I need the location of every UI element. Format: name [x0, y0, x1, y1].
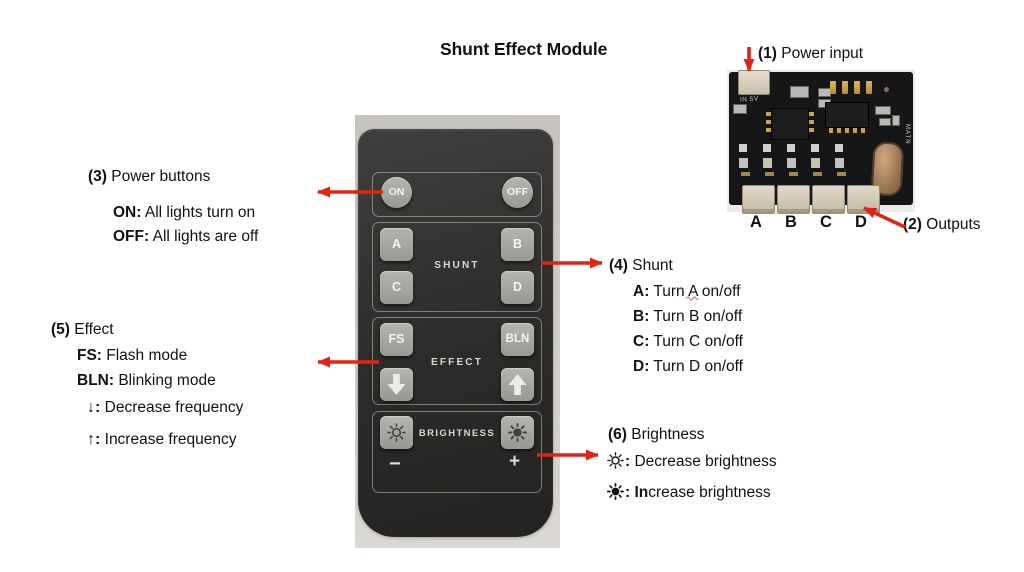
- power-input-label: (1) Power input: [758, 45, 863, 63]
- off-button: OFF: [502, 177, 533, 208]
- note-brightness: (6) Brightness : Decrease brightness: [607, 425, 777, 504]
- output-connector-d: [847, 185, 880, 214]
- note-line: ↑: Increase frequency: [87, 431, 237, 448]
- pcb-board: IN 5V MATN: [729, 70, 913, 214]
- note-effect: (5) Effect FS: Flash mode BLN: Blinking …: [51, 320, 243, 450]
- shunt-section: A B SHUNT C D: [372, 222, 542, 312]
- power-input-label-number: (1): [758, 45, 777, 62]
- note-number: (4): [609, 257, 628, 274]
- note-line: D: Turn D on/off: [633, 358, 743, 375]
- effect-fs-button: FS: [380, 323, 413, 356]
- header-pin: [842, 81, 848, 94]
- note-number: (5): [51, 321, 70, 338]
- shunt-c-button: C: [380, 271, 413, 304]
- output-connector-a: [742, 185, 775, 214]
- note-line: FS: Flash mode: [77, 347, 188, 364]
- power-input-label-text: Power input: [776, 45, 864, 62]
- output-connector-c: [812, 185, 845, 214]
- note-line: A: Turn A on/off: [633, 283, 741, 300]
- on-button: ON: [381, 177, 412, 208]
- note-title: (5) Effect: [51, 320, 243, 339]
- frequency-up-button: [501, 368, 534, 401]
- output-connector-b: [777, 185, 810, 214]
- header-pin: [866, 81, 872, 94]
- smd-resistor: [892, 115, 900, 126]
- pcb-silkscreen-in-label: IN 5V: [739, 95, 759, 104]
- note-shunt: (4) Shunt A: Turn A on/off B: Turn B on/…: [609, 256, 743, 376]
- effect-section-label: EFFECT: [430, 357, 484, 368]
- note-title-text: Effect: [69, 321, 114, 338]
- note-title-text: Brightness: [626, 426, 705, 443]
- power-input-connector: [738, 70, 770, 95]
- note-line: : Decrease brightness: [607, 451, 777, 473]
- remote-photo: ON OFF A B SHUNT C D FS BLN EFFECT: [355, 115, 560, 548]
- sun-filled-icon: [607, 483, 624, 500]
- smd-capacitor: [790, 86, 809, 98]
- smd-component-row: [741, 172, 853, 176]
- pcb-silkscreen-side-label: MATN: [904, 124, 910, 145]
- smd-resistor: [875, 106, 891, 115]
- output-letter-d: D: [855, 213, 867, 231]
- up-arrow-glyph: ↑:: [87, 431, 101, 448]
- sun-filled-icon: [508, 423, 527, 442]
- note-line: ↓: Decrease frequency: [87, 399, 244, 416]
- down-arrow-glyph: ↓:: [87, 399, 101, 416]
- shunt-b-button: B: [501, 228, 534, 261]
- smd-component-row: [739, 144, 855, 152]
- smd-resistor: [879, 118, 891, 126]
- board-hole: [884, 87, 889, 92]
- header-pin: [830, 81, 836, 94]
- power-section: ON OFF: [372, 172, 542, 217]
- brightness-minus-label: −: [389, 453, 401, 475]
- note-line: : Increase brightness: [607, 482, 777, 504]
- outputs-label: (2) Outputs: [903, 216, 981, 234]
- smd-resistor: [733, 104, 747, 114]
- header-pin: [854, 81, 860, 94]
- brightness-section: BRIGHTNESS − +: [372, 411, 542, 493]
- output-letter-a: A: [750, 213, 762, 231]
- outputs-label-text: Outputs: [921, 216, 981, 233]
- smd-component-row: [739, 158, 855, 168]
- frequency-down-button: [380, 368, 413, 401]
- shunt-section-label: SHUNT: [434, 260, 480, 271]
- up-arrow-icon: [508, 374, 527, 395]
- output-letter-b: B: [785, 213, 797, 231]
- page-title: Shunt Effect Module: [440, 39, 608, 59]
- sun-outline-icon: [387, 423, 406, 442]
- note-number: (3): [88, 168, 107, 185]
- brightness-section-label: BRIGHTNESS: [418, 428, 496, 439]
- output-letter-c: C: [820, 213, 832, 231]
- note-title-text: Shunt: [627, 257, 673, 274]
- note-title: (6) Brightness: [608, 425, 777, 444]
- remote-body: ON OFF A B SHUNT C D FS BLN EFFECT: [358, 129, 553, 537]
- down-arrow-icon: [387, 374, 406, 395]
- shunt-a-button: A: [380, 228, 413, 261]
- ic-chip: [766, 108, 814, 140]
- sun-outline-icon: [607, 452, 624, 469]
- effect-section: FS BLN EFFECT: [372, 317, 542, 405]
- note-line: BLN: Blinking mode: [77, 372, 216, 389]
- brightness-down-button: [380, 416, 413, 449]
- effect-bln-button: BLN: [501, 323, 534, 356]
- note-number: (6): [608, 426, 627, 443]
- note-line: B: Turn B on/off: [633, 308, 743, 325]
- shunt-d-button: D: [501, 271, 534, 304]
- outputs-label-number: (2): [903, 216, 922, 233]
- note-title: (3) Power buttons: [88, 167, 258, 186]
- note-line: ON: All lights turn on: [113, 204, 256, 221]
- note-line: C: Turn C on/off: [633, 333, 743, 350]
- brightness-plus-label: +: [509, 451, 521, 472]
- brightness-up-button: [501, 416, 534, 449]
- note-line: OFF: All lights are off: [113, 228, 259, 245]
- pcb-photo: IN 5V MATN: [727, 70, 915, 214]
- ic-chip: [825, 102, 869, 133]
- note-title: (4) Shunt: [609, 256, 743, 275]
- note-power-buttons: (3) Power buttons ON: All lights turn on…: [88, 167, 258, 246]
- note-title-text: Power buttons: [106, 168, 211, 185]
- spellcheck-squiggle: [686, 296, 699, 301]
